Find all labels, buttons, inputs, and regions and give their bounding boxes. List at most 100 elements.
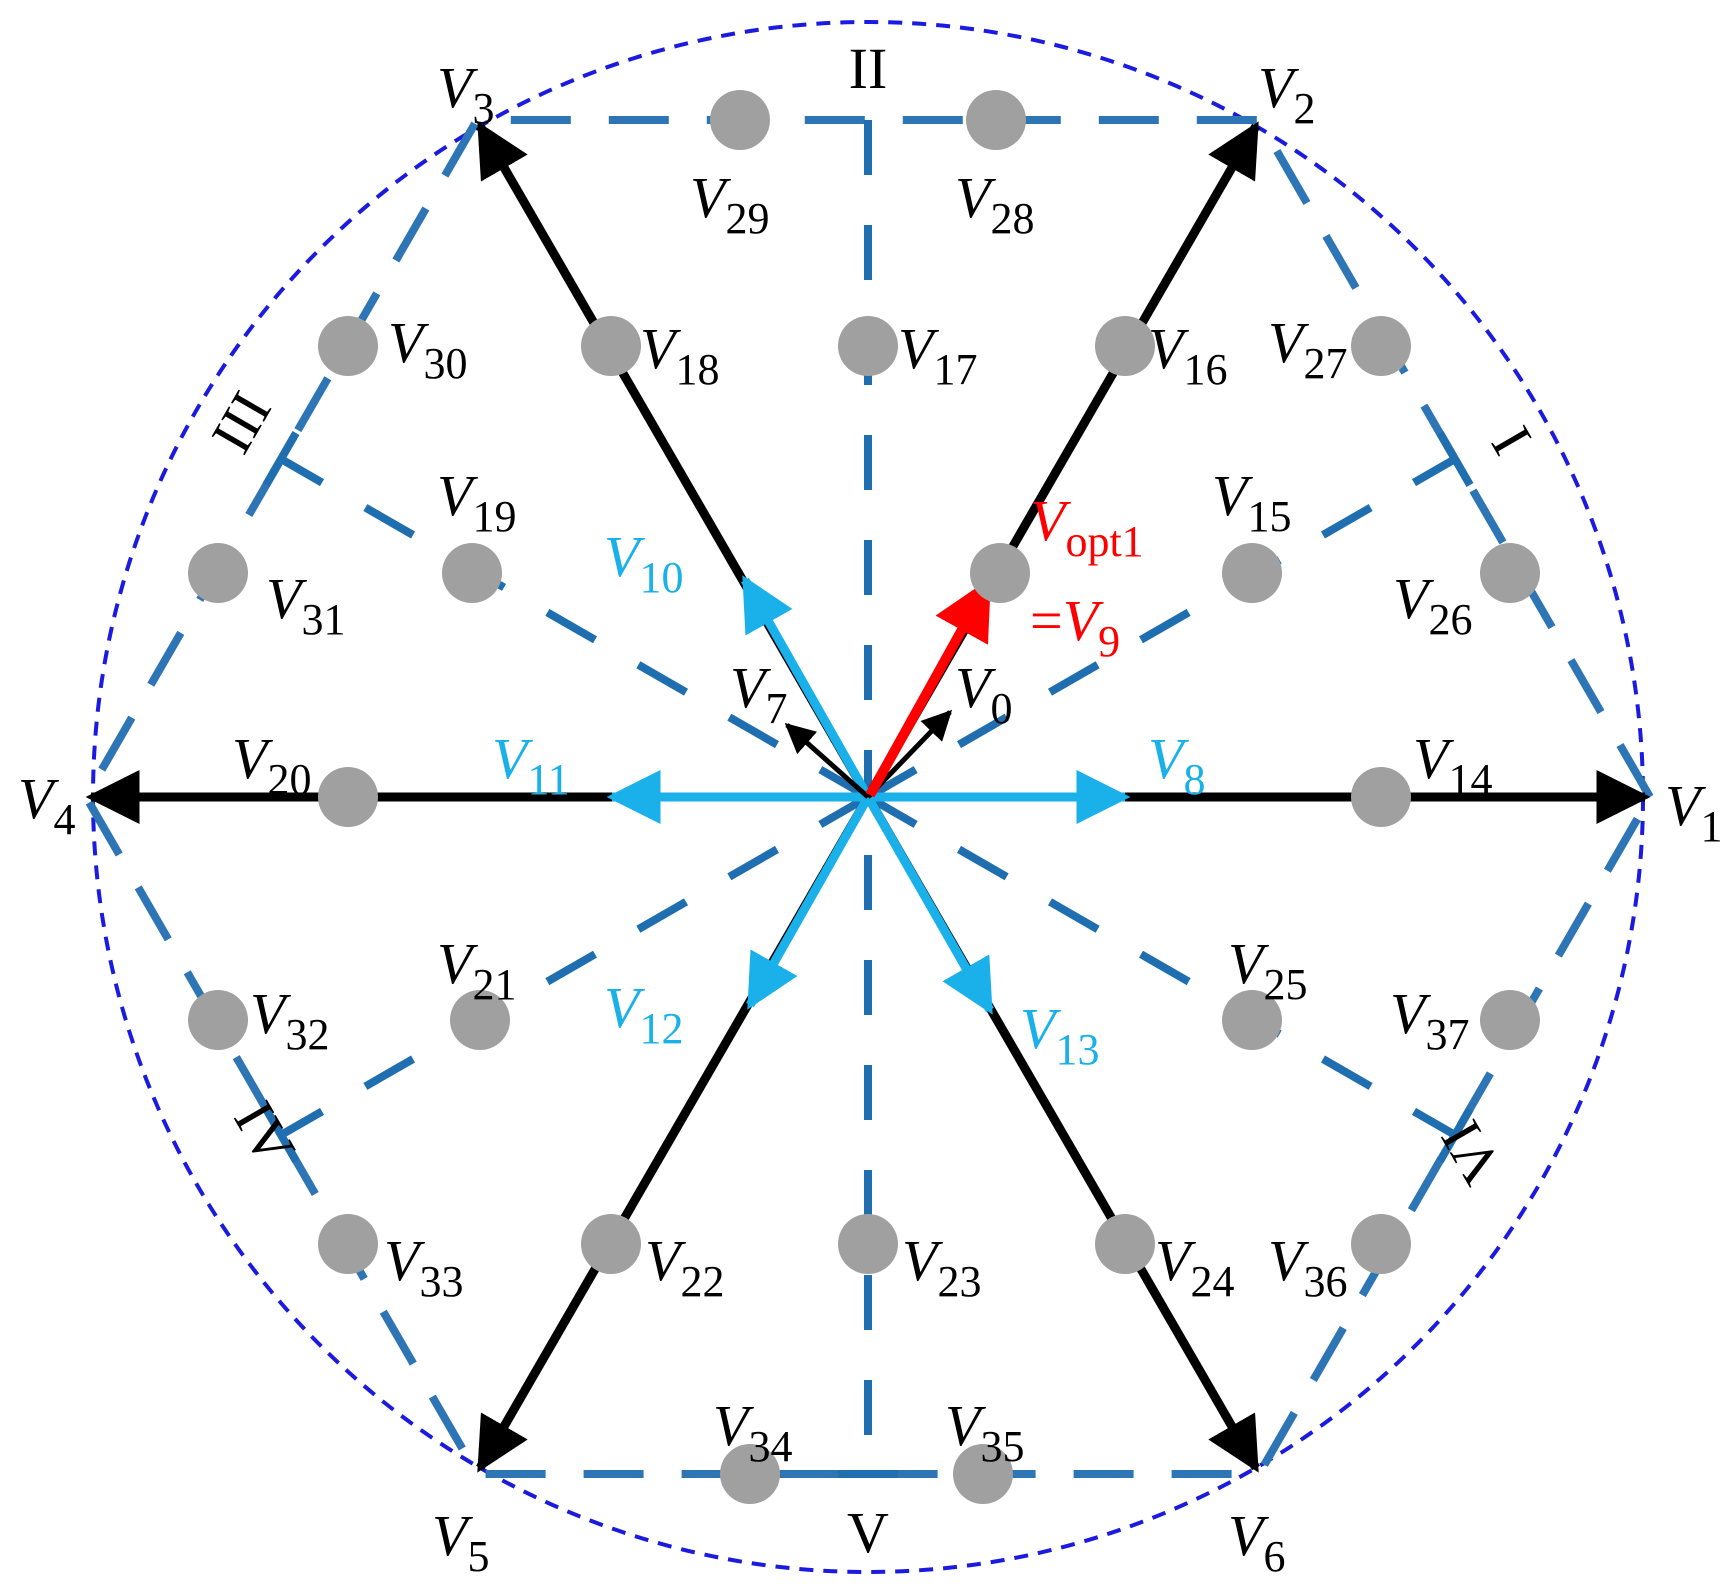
vector-label-main-V17: V [898, 316, 940, 381]
vector-label-V20: V20 [232, 726, 311, 804]
sector-end-ticks [262, 431, 1474, 1478]
node-dot-15 [966, 90, 1026, 150]
vector-label-sub-V15: 15 [1247, 492, 1291, 541]
vector-label-V32: V32 [250, 981, 329, 1059]
vector-label-main-V25: V [1228, 931, 1270, 996]
vector-label-main-V29: V [690, 165, 732, 230]
vector-label-sub-V27: 27 [1303, 339, 1347, 388]
optimal-vector-label: Vopt1 =V9 [1030, 488, 1144, 666]
node-dot-16 [710, 90, 770, 150]
vector-label-V22: V22 [645, 1228, 724, 1306]
node-dot-2 [1095, 316, 1155, 376]
sector-label-I: I [1479, 416, 1545, 465]
vector-label-main-V36: V [1268, 1228, 1310, 1293]
vector-label-main-V28: V [955, 165, 997, 230]
vector-label-V24: V24 [1155, 1228, 1234, 1306]
vector-label-V16: V16 [1148, 316, 1227, 394]
vector-label-V7: V7 [730, 655, 787, 733]
node-dot-3 [970, 543, 1030, 603]
vector-label-sub-V29: 29 [725, 194, 769, 243]
vector-label-main-V4: V [18, 766, 60, 831]
optimal-label-equals: = [1030, 588, 1063, 653]
vector-label-sub-V36: 36 [1303, 1257, 1347, 1306]
vector-label-sub-V19: 19 [472, 492, 516, 541]
vector-label-sub-V10: 10 [639, 553, 683, 602]
vector-label-V33: V33 [384, 1228, 463, 1306]
vector-label-main-V15: V [1212, 463, 1254, 528]
vector-arrow-V7 [784, 723, 870, 799]
vector-label-main-V35: V [945, 1393, 987, 1458]
vector-label-main-V24: V [1155, 1228, 1197, 1293]
node-dot-17 [318, 316, 378, 376]
vector-label-V8: V8 [1148, 726, 1205, 804]
vector-label-sub-V3: 3 [472, 84, 494, 133]
vector-label-sub-V24: 24 [1190, 1257, 1234, 1306]
vector-label-sub-V35: 35 [980, 1422, 1024, 1471]
vector-label-main-V26: V [1393, 566, 1435, 631]
node-dot-9 [581, 1214, 641, 1274]
vector-label-V30: V30 [388, 310, 467, 388]
vector-label-main-V27: V [1268, 310, 1310, 375]
vector-label-V3: V3 [437, 55, 494, 133]
vector-label-main-V30: V [388, 310, 430, 375]
svg-text:=V9: =V9 [1030, 588, 1120, 666]
vector-label-main-V16: V [1148, 316, 1190, 381]
vector-label-V28: V28 [955, 165, 1034, 243]
svg-text:Vopt1: Vopt1 [1030, 488, 1144, 566]
optimal-label-sub: opt1 [1065, 517, 1143, 566]
vector-label-V2: V2 [1258, 55, 1315, 133]
vector-label-sub-V26: 26 [1428, 595, 1472, 644]
vector-label-sub-V33: 33 [419, 1257, 463, 1306]
node-dot-0 [1351, 767, 1411, 827]
vector-label-V36: V36 [1268, 1228, 1347, 1306]
vector-label-sub-V12: 12 [639, 1004, 683, 1053]
vector-label-main-V20: V [232, 726, 274, 791]
sector-line-down-left [279, 793, 870, 1139]
node-dot-4 [838, 316, 898, 376]
sector-line-up-right [866, 455, 1457, 801]
vector-label-V23: V23 [902, 1228, 981, 1306]
vector-label-V10: V10 [604, 524, 683, 602]
vector-label-main-V3: V [437, 55, 479, 120]
vector-label-sub-V6: 6 [1263, 1532, 1285, 1581]
vector-label-sub-V0: 0 [990, 684, 1012, 733]
node-dot-6 [442, 543, 502, 603]
vector-label-main-V14: V [1413, 726, 1455, 791]
vector-label-main-V5: V [432, 1503, 474, 1568]
vector-label-main-V0: V [955, 655, 997, 720]
vector-label-V12: V12 [604, 975, 683, 1053]
node-dot-20 [318, 1214, 378, 1274]
vector-label-main-V12: V [604, 975, 646, 1040]
vector-label-main-V31: V [266, 566, 308, 631]
vector-label-sub-V11: 11 [527, 755, 569, 804]
small-vectors [606, 575, 1131, 1015]
vector-label-V31: V31 [266, 566, 345, 644]
vector-label-sub-V34: 34 [748, 1422, 792, 1471]
node-dot-8 [450, 990, 510, 1050]
vector-label-main-V21: V [437, 931, 479, 996]
node-dot-12 [1222, 990, 1282, 1050]
optimal-label2-main: V [1063, 588, 1105, 653]
vector-label-sub-V1: 1 [1700, 802, 1722, 851]
node-dot-1 [1222, 543, 1282, 603]
sector-line-down-right [866, 793, 1457, 1139]
node-dot-23 [1351, 1214, 1411, 1274]
vector-label-sub-V16: 16 [1183, 345, 1227, 394]
vector-label-sub-V30: 30 [423, 339, 467, 388]
vector-label-V13: V13 [1020, 996, 1099, 1074]
vector-label-V35: V35 [945, 1393, 1024, 1471]
vector-label-main-V37: V [1390, 981, 1432, 1046]
vector-label-main-V8: V [1148, 726, 1190, 791]
vector-label-V1: V1 [1665, 773, 1722, 851]
vector-label-main-V7: V [730, 655, 772, 720]
vector-label-sub-V2: 2 [1293, 84, 1315, 133]
vector-label-sub-V5: 5 [467, 1532, 489, 1581]
vector-label-main-V32: V [250, 981, 292, 1046]
node-dot-7 [318, 767, 378, 827]
vector-label-V0: V0 [955, 655, 1012, 733]
vector-label-main-V22: V [645, 1228, 687, 1293]
vector-label-main-V18: V [640, 316, 682, 381]
vector-label-main-V10: V [604, 524, 646, 589]
